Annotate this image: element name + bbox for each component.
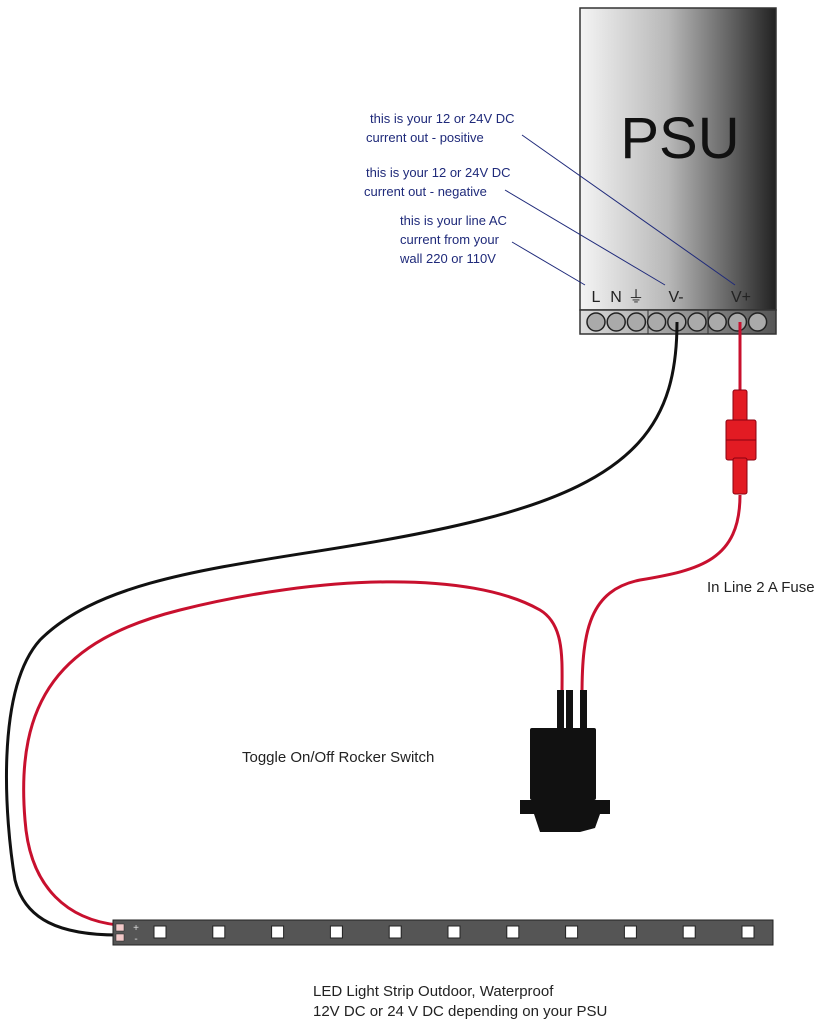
led-chip bbox=[388, 925, 402, 939]
led-chip bbox=[447, 925, 461, 939]
led-chip bbox=[565, 925, 579, 939]
terminal-label-l: L bbox=[592, 289, 601, 306]
terminal-screw bbox=[586, 312, 606, 332]
terminal-label-vminus: V- bbox=[668, 289, 683, 306]
led-chips bbox=[153, 925, 755, 939]
strip-label-line2: 12V DC or 24 V DC depending on your PSU bbox=[313, 1003, 607, 1020]
terminal-screw bbox=[606, 312, 626, 332]
led-chip bbox=[212, 925, 226, 939]
terminal-screw bbox=[646, 312, 667, 332]
note-negative: this is your 12 or 24V DC current out - … bbox=[364, 165, 514, 199]
terminal-screw bbox=[626, 312, 647, 332]
led-chip bbox=[506, 925, 520, 939]
minus-label: - bbox=[134, 934, 137, 945]
pointer-lines bbox=[504, 134, 736, 286]
led-chip bbox=[271, 925, 285, 939]
led-chip bbox=[741, 925, 755, 939]
note-ac: this is your line AC current from your w… bbox=[399, 213, 511, 266]
led-chip bbox=[682, 925, 696, 939]
terminal-screw bbox=[707, 312, 727, 332]
fuse-label: In Line 2 A Fuse bbox=[707, 579, 815, 596]
terminal-screw bbox=[747, 312, 768, 332]
led-chip bbox=[153, 925, 167, 939]
led-chip bbox=[623, 925, 637, 939]
terminal-label-n: N bbox=[610, 289, 622, 306]
terminal-screw bbox=[727, 312, 748, 332]
red-wire-strip-to-switch bbox=[22, 580, 564, 927]
led-strip: + - bbox=[112, 919, 774, 946]
inline-fuse bbox=[725, 389, 757, 495]
red-wire-fuse-to-switch bbox=[580, 494, 742, 696]
terminal-label-ground: ⏚ bbox=[628, 288, 644, 306]
terminal-label-vplus: V+ bbox=[731, 289, 751, 306]
terminal-screw bbox=[687, 312, 707, 332]
psu-body bbox=[579, 7, 777, 311]
rocker-switch bbox=[520, 690, 610, 832]
psu-title: PSU bbox=[620, 106, 739, 171]
psu: PSU L N ⏚ V- V+ bbox=[579, 7, 777, 335]
led-chip bbox=[329, 925, 343, 939]
strip-label-line1: LED Light Strip Outdoor, Waterproof bbox=[313, 983, 554, 1000]
note-positive: this is your 12 or 24V DC current out - … bbox=[366, 111, 518, 145]
black-wire bbox=[4, 321, 679, 937]
plus-label: + bbox=[133, 923, 139, 934]
switch-label: Toggle On/Off Rocker Switch bbox=[242, 749, 434, 766]
